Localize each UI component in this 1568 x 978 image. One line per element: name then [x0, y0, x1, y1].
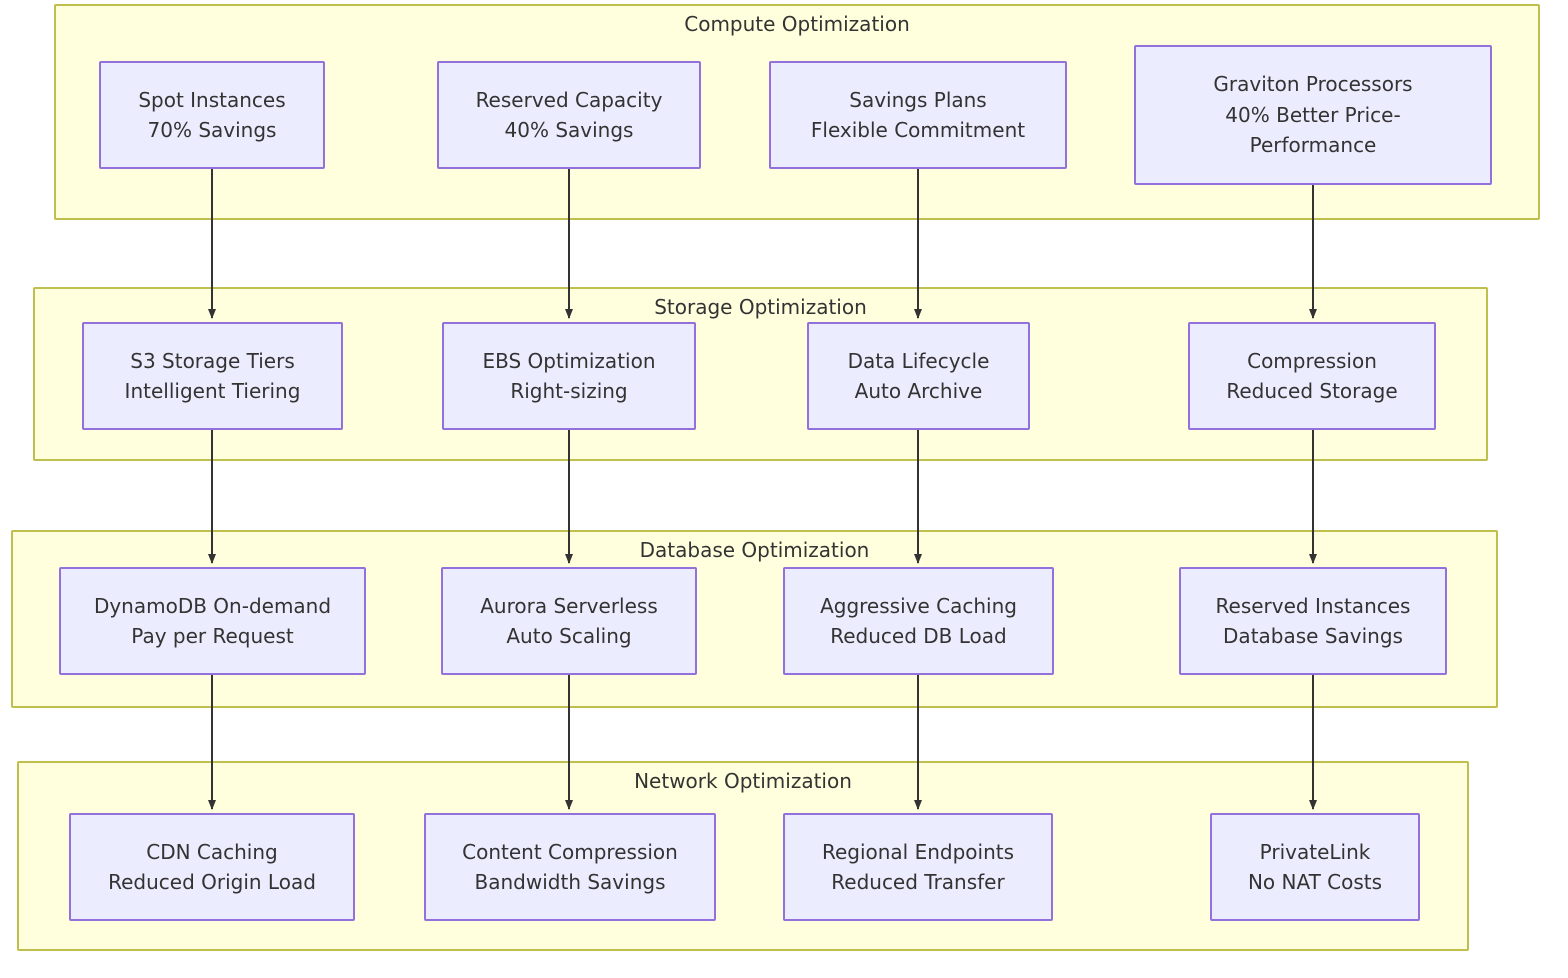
node-label-line: CDN Caching [146, 839, 278, 864]
node-label-line: Reserved Instances [1215, 593, 1411, 618]
node-label-line: Savings Plans [849, 87, 987, 112]
node-reserved[interactable]: Reserved Capacity 40% Savings [437, 61, 701, 169]
node-label-line: Performance [1249, 133, 1377, 158]
node-label-line: Database Savings [1223, 624, 1403, 648]
node-label-line: Reduced Origin Load [108, 870, 316, 894]
node-spot[interactable]: Spot Instances 70% Savings [99, 61, 325, 169]
node-label-line: Reserved Capacity [475, 87, 663, 112]
node-label-line: Bandwidth Savings [474, 870, 666, 894]
node-label-line: DynamoDB On-demand [93, 593, 332, 618]
node-label-line: No NAT Costs [1247, 870, 1383, 894]
node-label-line: 40% Better Price- [1225, 102, 1401, 127]
node-label-line: Spot Instances [138, 87, 286, 112]
cluster-label-storage: Storage Optimization [654, 295, 867, 319]
cluster-label-network: Network Optimization [634, 769, 852, 793]
node-label-line: EBS Optimization [482, 348, 656, 373]
node-label-line: S3 Storage Tiers [130, 348, 295, 373]
node-label-line: Aurora Serverless [480, 593, 658, 618]
node-label-line: Intelligent Tiering [124, 379, 301, 403]
cluster-label-database: Database Optimization [639, 538, 870, 562]
cluster-label-compute: Compute Optimization [684, 12, 910, 36]
node-label-line: 40% Savings [504, 118, 634, 142]
node-label-line: Pay per Request [131, 624, 294, 648]
node-label-line: Data Lifecycle [847, 348, 990, 373]
node-label-line: Regional Endpoints [821, 839, 1015, 864]
node-privatelink[interactable]: PrivateLink No NAT Costs [1210, 813, 1420, 921]
node-label-line: Flexible Commitment [810, 118, 1026, 142]
node-label-line: Content Compression [462, 839, 678, 864]
node-graviton[interactable]: Graviton Processors 40% Better Price- Perf… [1134, 45, 1492, 185]
node-label-line: Aggressive Caching [820, 593, 1017, 618]
node-label-line: Right-sizing [510, 379, 628, 403]
node-label-line: 70% Savings [147, 118, 277, 142]
node-label-line: PrivateLink [1259, 839, 1371, 864]
node-label-line: Graviton Processors [1213, 72, 1413, 97]
node-label-line: Reduced DB Load [830, 624, 1007, 648]
node-label-line: Compression [1247, 348, 1377, 373]
node-label-line: Reduced Storage [1226, 379, 1398, 403]
node-label-line: Auto Archive [854, 379, 983, 403]
node-label-line: Reduced Transfer [831, 870, 1005, 894]
node-label-line: Auto Scaling [506, 624, 632, 648]
